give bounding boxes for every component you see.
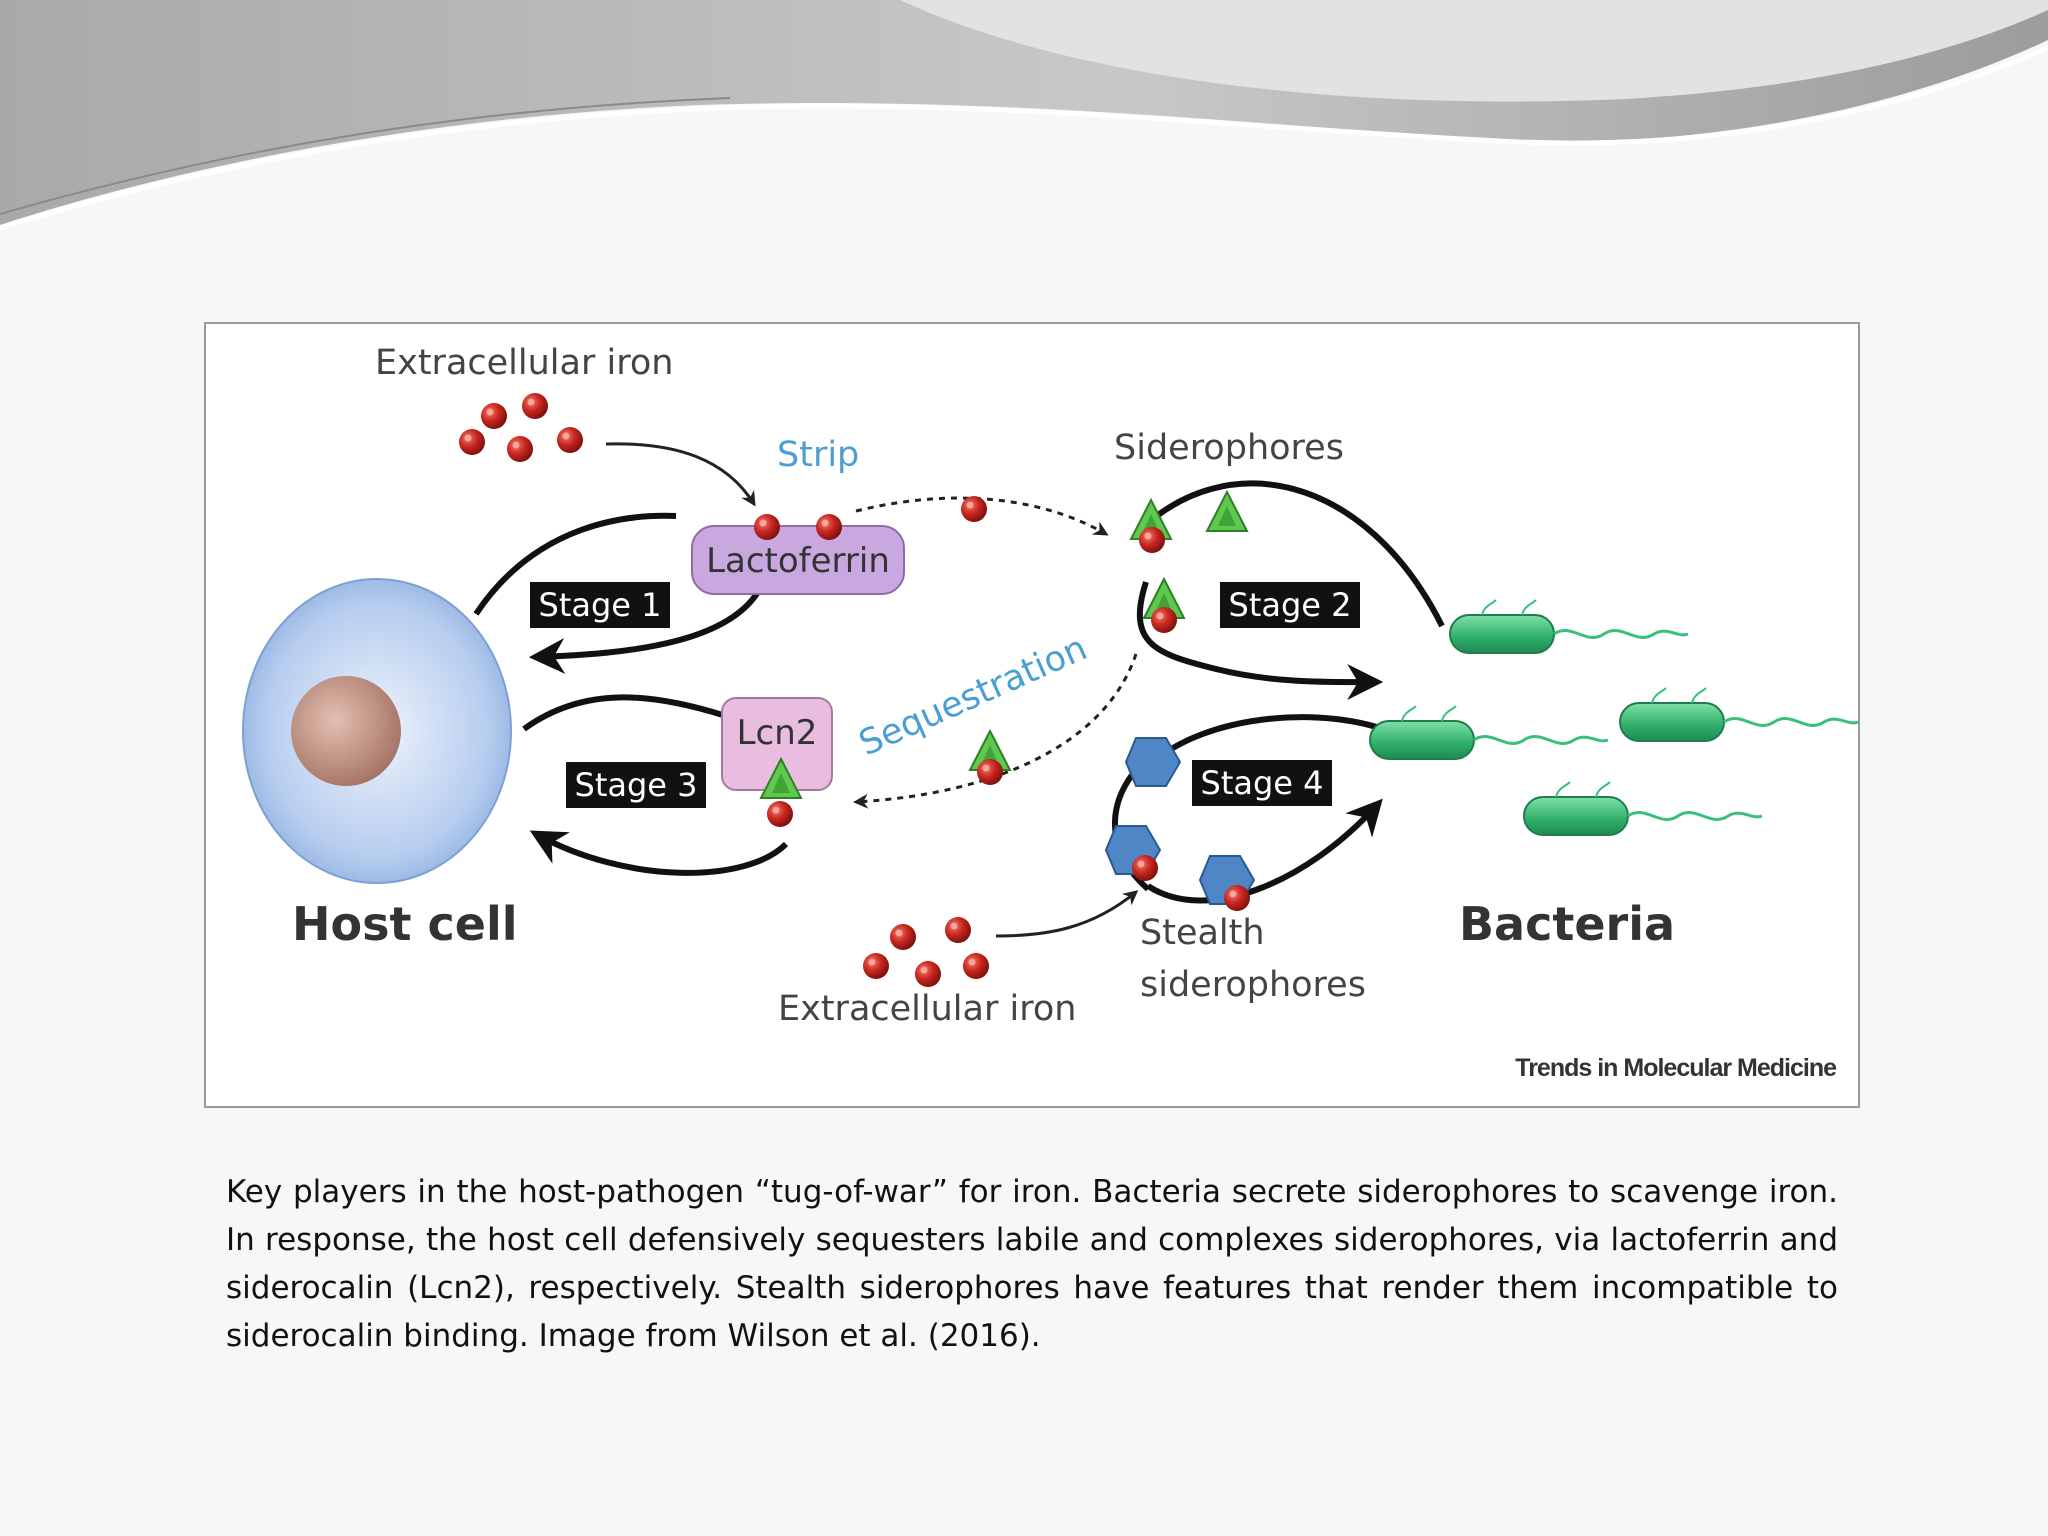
lcn2-protein: Lcn2 bbox=[721, 697, 833, 827]
lcn2-label: Lcn2 bbox=[737, 713, 818, 753]
figure-caption: Key players in the host-pathogen “tug-of… bbox=[226, 1174, 1838, 1354]
iron-cluster-bottom bbox=[863, 917, 989, 987]
strip-iron-atom bbox=[961, 496, 987, 522]
extracellular-iron-top-label: Extracellular iron bbox=[375, 343, 673, 383]
sequestration-siderophore bbox=[969, 730, 1011, 785]
stage3-arrow-upper bbox=[522, 694, 727, 732]
stage2-badge: Stage 2 bbox=[1220, 582, 1360, 628]
strip-dashed-arrow bbox=[855, 496, 1109, 536]
lactoferrin-label: Lactoferrin bbox=[706, 541, 890, 581]
stage1-arrow-lower bbox=[528, 573, 769, 675]
bacteria-group bbox=[1368, 598, 1858, 837]
stage1-arrow-upper bbox=[473, 512, 677, 616]
stage3-arrow-lower bbox=[529, 830, 789, 876]
stage2-arrow-lower bbox=[1136, 581, 1384, 701]
stage2-arrow-upper bbox=[1133, 480, 1445, 628]
stealth-label-line1: Stealth bbox=[1140, 913, 1265, 953]
stage3-label: Stage 3 bbox=[575, 766, 698, 804]
host-cell-icon bbox=[242, 578, 512, 884]
figure-frame: Lactoferrin Lcn2 bbox=[204, 322, 1860, 1108]
extracellular-iron-bottom-label: Extracellular iron bbox=[778, 989, 1076, 1029]
iron-top-arrow bbox=[605, 442, 756, 507]
iron-bottom-arrow bbox=[995, 890, 1139, 938]
sequestration-dashed-arrow bbox=[853, 653, 1138, 809]
stage4-badge: Stage 4 bbox=[1192, 760, 1332, 806]
lactoferrin-protein: Lactoferrin bbox=[691, 514, 905, 595]
iron-tug-of-war-diagram: Lactoferrin Lcn2 bbox=[242, 343, 1858, 1082]
stage1-badge: Stage 1 bbox=[530, 582, 670, 628]
stage2-label: Stage 2 bbox=[1229, 586, 1352, 624]
host-cell-label: Host cell bbox=[292, 897, 518, 951]
iron-cluster-top bbox=[459, 393, 583, 462]
siderophores-label: Siderophores bbox=[1114, 428, 1344, 468]
stage4-label: Stage 4 bbox=[1201, 764, 1324, 802]
stage3-badge: Stage 3 bbox=[566, 762, 706, 808]
strip-label: Strip bbox=[777, 435, 859, 475]
stage1-label: Stage 1 bbox=[539, 586, 662, 624]
sequestration-label: Sequestration bbox=[853, 628, 1093, 764]
stage4-arrow-upper bbox=[1148, 714, 1398, 767]
bacteria-label: Bacteria bbox=[1459, 897, 1675, 951]
stealth-label-line2: siderophores bbox=[1140, 965, 1366, 1005]
source-label: Trends in Molecular Medicine bbox=[1515, 1054, 1837, 1082]
stage4-arrow-lower bbox=[1146, 798, 1383, 904]
